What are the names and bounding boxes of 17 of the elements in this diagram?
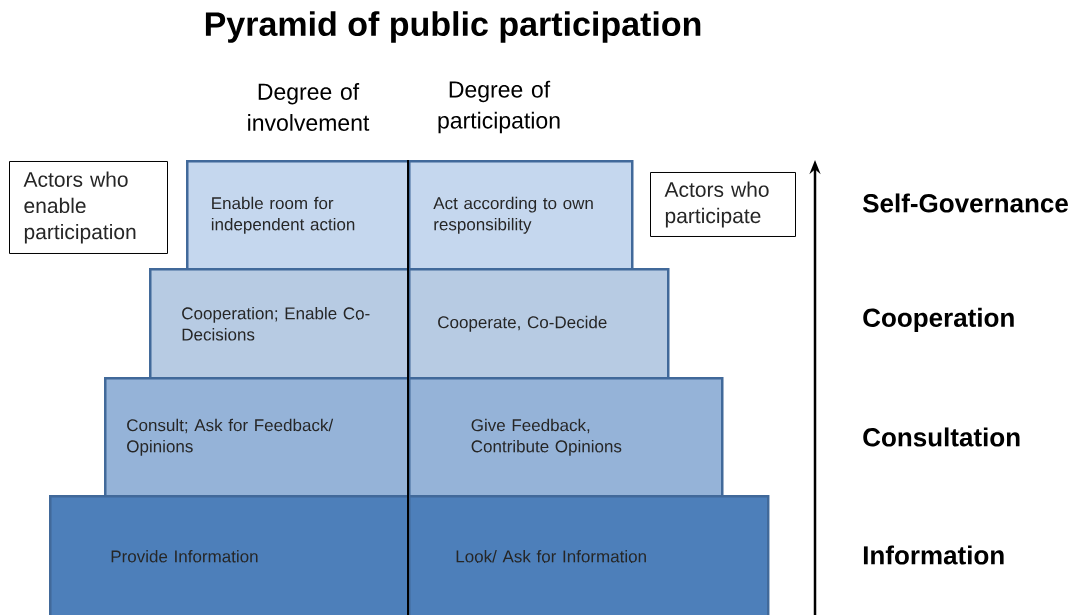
level-label: Self-Governance [862,193,1068,213]
title: Pyramid of public participation [205,11,701,43]
actor-box: Actors who enable participation [9,161,168,254]
pyramid-tier-box: Cooperation; Enable Co-Decisions [149,268,424,380]
axis-heading: Degree of participation [438,80,560,134]
axis-heading: Degree of involvement [248,83,370,131]
level-label: Information [863,545,1004,565]
pyramid-tier-box: Provide Information [49,495,411,615]
pyramid-tier-box: Enable room for independent action [186,160,411,271]
pyramid-tier-box: Cooperate, Co-Decide [408,268,670,380]
pyramid-tier-box: Consult; Ask for Feedback/ Opinions [104,377,419,498]
level-label: Consultation [863,427,1020,447]
actor-box: Actors who participate [650,172,796,237]
pyramid-tier-box: Give Feedback, Contribute Opinions [408,377,724,498]
level-label: Cooperation [863,307,1014,333]
pyramid-tier-box: Act according to own responsibility [408,160,634,271]
pyramid-tier-box: Look/ Ask for Information [408,495,770,615]
